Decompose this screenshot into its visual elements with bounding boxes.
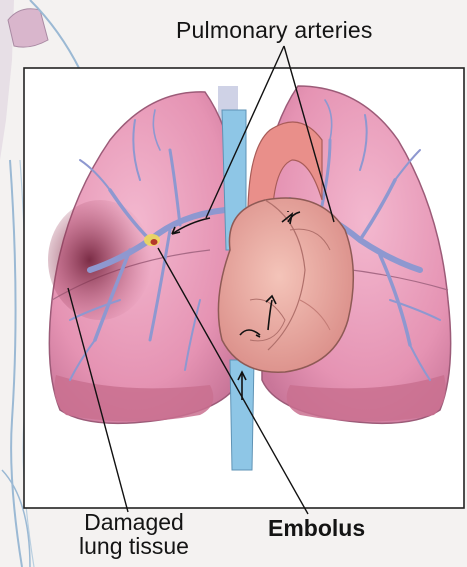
damaged-label-line1: Damaged <box>74 510 194 534</box>
pulmonary-arteries-label: Pulmonary arteries <box>176 18 373 42</box>
heart <box>218 198 353 372</box>
damaged-label-line2: lung tissue <box>74 534 194 558</box>
damaged-lung-tissue-label: Damaged lung tissue <box>74 510 194 558</box>
damaged-tissue-region <box>48 200 152 320</box>
embolus-clot <box>144 234 160 246</box>
embolus-label: Embolus <box>268 516 365 540</box>
